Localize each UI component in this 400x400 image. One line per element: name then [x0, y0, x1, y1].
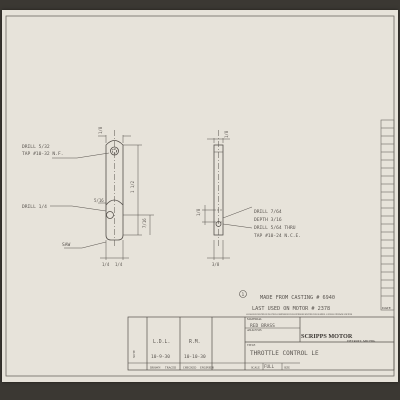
- material-value: RED BRASS: [250, 323, 275, 329]
- drawing-title: THROTTLE CONTROL LE: [250, 350, 319, 357]
- svg-text:DRAWN: DRAWN: [150, 367, 160, 370]
- svg-text:1/4: 1/4: [115, 262, 123, 267]
- front-view: [50, 130, 154, 260]
- svg-text:7/16: 7/16: [142, 218, 147, 228]
- side-view: [202, 130, 253, 260]
- drawn-date: 10-9-30: [151, 354, 170, 360]
- svg-text:5/16: 5/16: [94, 198, 104, 203]
- note-drill-left: DRILL 1/4: [22, 204, 47, 210]
- side-label-date: DATE: [382, 306, 391, 310]
- svg-text:ENGINEER: ENGINEER: [200, 367, 214, 370]
- tolerance-note: ALLOWABLE VARIATION ON FRACTIONAL DIMENS…: [246, 313, 353, 316]
- callout-circle: [239, 290, 247, 298]
- svg-text:3/8: 3/8: [212, 262, 220, 267]
- front-view-dims: 1/8 1 1/2 7/16 5/16 1/4 1/4: [94, 126, 147, 267]
- svg-text:SIZE: SIZE: [284, 367, 290, 370]
- analysis-label: ANALYSIS: [247, 328, 262, 332]
- title-block: [127, 316, 395, 371]
- note-drill-right-1: DRILL 7/64: [254, 209, 282, 215]
- svg-text:1/8: 1/8: [196, 208, 201, 216]
- svg-text:TRACED: TRACED: [165, 367, 176, 370]
- svg-text:1/8: 1/8: [224, 130, 229, 138]
- checked-date: 10-10-30: [184, 354, 206, 360]
- svg-text:1/4: 1/4: [102, 262, 110, 267]
- note-last-used: LAST USED ON MOTOR # 2378: [252, 306, 330, 312]
- note-made-from: MADE FROM CASTING # 6940: [260, 295, 335, 301]
- side-label-note: NOTE: [132, 350, 136, 358]
- revision-block: [380, 119, 395, 311]
- title-label: TITLE: [247, 343, 255, 347]
- title-block-row-labels: DRAWN TRACED CHECKED ENGINEER SCALE SIZE: [150, 367, 290, 370]
- engineering-drawing: DATE 1/8 1 1/2 7/16 5/16 1/4 1/4: [5, 15, 395, 377]
- note-drill-right-4: TAP #10-24 N.C.E.: [254, 233, 301, 239]
- scale-value: FULL: [264, 364, 275, 369]
- company-city: DETROIT, MICHIG: [347, 339, 376, 344]
- drawn-by: L.D.L.: [153, 339, 170, 345]
- svg-text:SCALE: SCALE: [251, 367, 260, 370]
- drawing-sheet: DATE 1/8 1 1/2 7/16 5/16 1/4 1/4: [2, 10, 398, 382]
- note-drill-top-1: DRILL 5/32: [22, 144, 50, 150]
- sheet-border: [5, 15, 395, 377]
- callout-number: 1: [242, 292, 245, 298]
- side-view-dims: 1/8 1/8 3/8: [196, 130, 229, 267]
- note-drill-right-3: DRILL 5/64 THRU: [254, 225, 296, 231]
- note-drill-top-2: TAP #10-32 N.F.: [22, 151, 64, 157]
- checked-by: R.M.: [189, 339, 201, 345]
- note-saw: SAW: [62, 242, 71, 248]
- svg-text:1/8: 1/8: [98, 126, 103, 134]
- company-name: SCRIPPS MOTOR: [301, 333, 353, 340]
- material-label: MATERIAL: [247, 317, 262, 321]
- svg-text:CHECKED: CHECKED: [183, 367, 196, 370]
- svg-text:1 1/2: 1 1/2: [130, 180, 135, 193]
- note-drill-right-2: DEPTH 3/16: [254, 217, 282, 223]
